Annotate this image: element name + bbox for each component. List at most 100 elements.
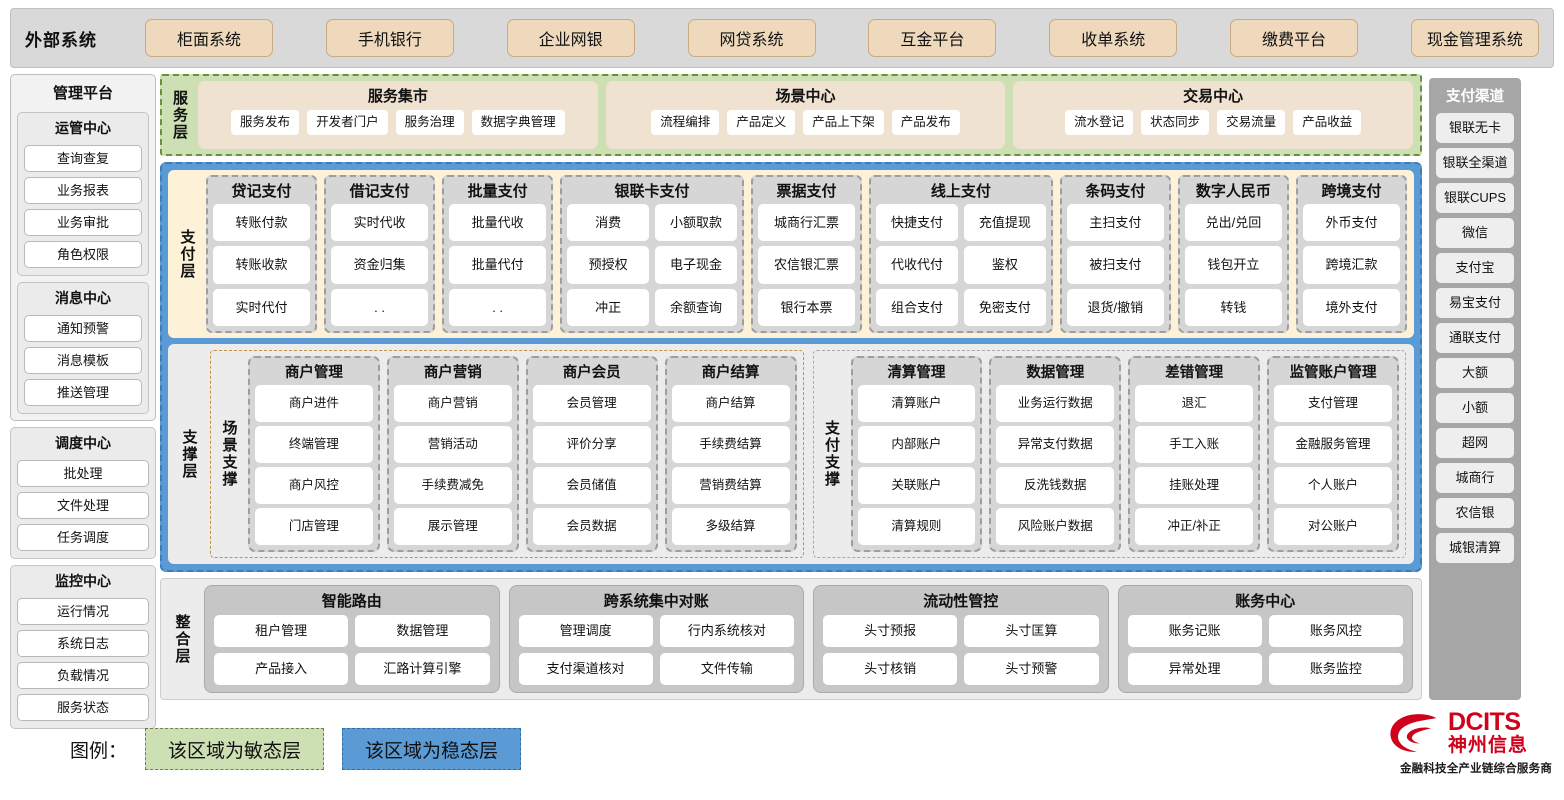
payment-item[interactable]: 代收代付 bbox=[876, 246, 958, 284]
payment-item[interactable]: . . bbox=[449, 288, 547, 326]
integration-item[interactable]: 行内系统核对 bbox=[659, 615, 794, 647]
external-system-chip[interactable]: 收单系统 bbox=[1049, 19, 1178, 57]
external-system-chip[interactable]: 企业网银 bbox=[506, 19, 635, 57]
service-item[interactable]: 状态同步 bbox=[1141, 110, 1210, 135]
integration-item[interactable]: 产品接入 bbox=[214, 653, 349, 685]
management-item[interactable]: 推送管理 bbox=[24, 379, 142, 406]
service-item[interactable]: 开发者门户 bbox=[307, 110, 388, 135]
payment-item[interactable]: 免密支付 bbox=[963, 288, 1046, 326]
payment-channel-item[interactable]: 小额 bbox=[1436, 393, 1514, 423]
payment-item[interactable]: 农信银汇票 bbox=[757, 246, 856, 284]
management-item[interactable]: 通知预警 bbox=[24, 315, 142, 342]
payment-item[interactable]: 跨境汇款 bbox=[1302, 246, 1400, 284]
integration-item[interactable]: 头寸预警 bbox=[964, 653, 1099, 685]
payment-item[interactable]: 批量代收 bbox=[449, 204, 547, 242]
external-system-chip[interactable]: 手机银行 bbox=[325, 19, 454, 57]
service-item[interactable]: 服务发布 bbox=[231, 110, 300, 135]
support-item[interactable]: 手工入账 bbox=[1135, 426, 1254, 463]
integration-item[interactable]: 账务监控 bbox=[1268, 653, 1403, 685]
management-item[interactable]: 消息模板 bbox=[24, 347, 142, 374]
support-item[interactable]: 商户进件 bbox=[255, 385, 373, 422]
external-system-chip[interactable]: 互金平台 bbox=[868, 19, 997, 57]
payment-item[interactable]: 资金归集 bbox=[331, 246, 429, 284]
payment-item[interactable]: . . bbox=[331, 288, 429, 326]
support-item[interactable]: 评价分享 bbox=[532, 426, 651, 463]
payment-item[interactable]: 组合支付 bbox=[876, 288, 958, 326]
payment-channel-item[interactable]: 超网 bbox=[1436, 428, 1514, 458]
service-item[interactable]: 交易流量 bbox=[1217, 110, 1286, 135]
support-item[interactable]: 业务运行数据 bbox=[996, 385, 1115, 422]
service-item[interactable]: 产品发布 bbox=[891, 110, 960, 135]
payment-item[interactable]: 外币支付 bbox=[1302, 204, 1400, 242]
payment-channel-item[interactable]: 城商行 bbox=[1436, 463, 1514, 493]
support-item[interactable]: 异常支付数据 bbox=[996, 426, 1115, 463]
payment-channel-item[interactable]: 农信银 bbox=[1436, 498, 1514, 528]
payment-item[interactable]: 退货/撤销 bbox=[1066, 288, 1164, 326]
support-item[interactable]: 退汇 bbox=[1135, 385, 1254, 422]
integration-item[interactable]: 异常处理 bbox=[1127, 653, 1262, 685]
payment-channel-item[interactable]: 易宝支付 bbox=[1436, 288, 1514, 318]
support-item[interactable]: 营销活动 bbox=[393, 426, 512, 463]
payment-channel-item[interactable]: 大额 bbox=[1436, 358, 1514, 388]
support-item[interactable]: 手续费减免 bbox=[393, 467, 512, 504]
external-system-chip[interactable]: 柜面系统 bbox=[145, 19, 273, 57]
payment-item[interactable]: 充值提现 bbox=[963, 204, 1046, 242]
management-item[interactable]: 业务审批 bbox=[24, 209, 142, 236]
payment-channel-item[interactable]: 支付宝 bbox=[1436, 253, 1514, 283]
integration-item[interactable]: 账务风控 bbox=[1268, 615, 1403, 647]
payment-item[interactable]: 兑出/兑回 bbox=[1184, 204, 1282, 242]
management-item[interactable]: 任务调度 bbox=[17, 524, 149, 551]
integration-item[interactable]: 账务记账 bbox=[1127, 615, 1262, 647]
service-item[interactable]: 产品上下架 bbox=[803, 110, 884, 135]
external-system-chip[interactable]: 现金管理系统 bbox=[1410, 19, 1539, 57]
management-item[interactable]: 文件处理 bbox=[17, 492, 149, 519]
management-item[interactable]: 查询查复 bbox=[24, 145, 142, 172]
integration-item[interactable]: 汇路计算引擎 bbox=[355, 653, 490, 685]
support-item[interactable]: 清算规则 bbox=[857, 508, 976, 545]
payment-item[interactable]: 城商行汇票 bbox=[757, 204, 856, 242]
integration-item[interactable]: 数据管理 bbox=[355, 615, 490, 647]
payment-channel-item[interactable]: 城银清算 bbox=[1436, 533, 1514, 563]
support-item[interactable]: 对公账户 bbox=[1274, 508, 1392, 545]
support-item[interactable]: 会员储值 bbox=[532, 467, 651, 504]
integration-item[interactable]: 头寸核销 bbox=[823, 653, 958, 685]
payment-item[interactable]: 主扫支付 bbox=[1066, 204, 1164, 242]
payment-item[interactable]: 转账收款 bbox=[213, 246, 311, 284]
payment-item[interactable]: 批量代付 bbox=[449, 246, 547, 284]
payment-item[interactable]: 被扫支付 bbox=[1066, 246, 1164, 284]
management-item[interactable]: 角色权限 bbox=[24, 241, 142, 268]
support-item[interactable]: 多级结算 bbox=[671, 508, 790, 545]
support-item[interactable]: 会员管理 bbox=[532, 385, 651, 422]
integration-item[interactable]: 头寸预报 bbox=[823, 615, 958, 647]
support-item[interactable]: 挂账处理 bbox=[1135, 467, 1254, 504]
payment-item[interactable]: 钱包开立 bbox=[1184, 246, 1282, 284]
support-item[interactable]: 金融服务管理 bbox=[1274, 426, 1392, 463]
payment-item[interactable]: 预授权 bbox=[567, 246, 650, 284]
support-item[interactable]: 商户结算 bbox=[671, 385, 790, 422]
service-item[interactable]: 流水登记 bbox=[1065, 110, 1134, 135]
support-item[interactable]: 商户风控 bbox=[255, 467, 373, 504]
payment-channel-item[interactable]: 微信 bbox=[1436, 218, 1514, 248]
payment-item[interactable]: 快捷支付 bbox=[876, 204, 958, 242]
payment-item[interactable]: 实时代收 bbox=[331, 204, 429, 242]
management-item[interactable]: 服务状态 bbox=[17, 694, 149, 721]
payment-item[interactable]: 余额查询 bbox=[655, 288, 737, 326]
service-item[interactable]: 服务治理 bbox=[395, 110, 464, 135]
support-item[interactable]: 展示管理 bbox=[393, 508, 512, 545]
support-item[interactable]: 门店管理 bbox=[255, 508, 373, 545]
payment-item[interactable]: 消费 bbox=[567, 204, 650, 242]
payment-item[interactable]: 鉴权 bbox=[963, 246, 1046, 284]
support-item[interactable]: 会员数据 bbox=[532, 508, 651, 545]
support-item[interactable]: 终端管理 bbox=[255, 426, 373, 463]
integration-item[interactable]: 管理调度 bbox=[518, 615, 653, 647]
support-item[interactable]: 支付管理 bbox=[1274, 385, 1392, 422]
payment-channel-item[interactable]: 银联CUPS bbox=[1436, 183, 1514, 213]
payment-channel-item[interactable]: 银联全渠道 bbox=[1436, 148, 1514, 178]
management-item[interactable]: 运行情况 bbox=[17, 598, 149, 625]
support-item[interactable]: 营销费结算 bbox=[671, 467, 790, 504]
payment-item[interactable]: 冲正 bbox=[567, 288, 650, 326]
payment-channel-item[interactable]: 银联无卡 bbox=[1436, 113, 1514, 143]
payment-item[interactable]: 小额取款 bbox=[655, 204, 737, 242]
management-item[interactable]: 负载情况 bbox=[17, 662, 149, 689]
management-item[interactable]: 系统日志 bbox=[17, 630, 149, 657]
